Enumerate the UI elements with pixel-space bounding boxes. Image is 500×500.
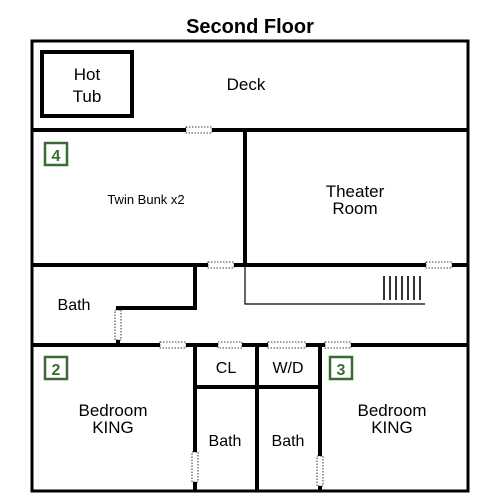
badge-bedroom-left-number: 2 [52,362,61,379]
theater-label: Theater [326,182,385,201]
bath-left-wall [116,265,197,345]
bedroom-left-label: KING [92,418,134,437]
bunk-room-label: Twin Bunk x2 [107,192,184,207]
door-bath-mid-left [191,451,199,483]
hot-tub-label: Tub [73,87,102,106]
door-hall-bunk [207,261,235,269]
theater-label: Room [332,199,377,218]
door-hall-theater [425,261,453,269]
bedroom-right-label: Bedroom [358,401,427,420]
bath-left-label: Bath [58,297,91,314]
stairs-icon [383,276,421,300]
door-bedroom-left [159,341,187,349]
badge-bedroom-left [43,355,69,381]
bath-mid-right-label: Bath [272,433,305,450]
badge-bedroom-right-number: 3 [337,362,346,379]
doors [114,126,453,487]
badge-bunk-room [43,141,69,167]
badge-bedroom-right [328,355,354,381]
stair-landing [244,265,425,305]
door-wd [267,341,307,349]
hot-tub [40,50,134,118]
hot-tub-label: Hot [74,65,101,84]
door-bedroom-right [324,341,352,349]
door-bath-left [114,309,122,341]
badge-bunk-room-number: 4 [52,148,61,165]
deck-label: Deck [227,75,266,94]
wd-label: W/D [272,360,303,377]
closet-label: CL [216,360,237,377]
door-deck [185,126,213,134]
bedroom-right-label: KING [371,418,413,437]
door-closet [217,341,243,349]
bedroom-left-label: Bedroom [79,401,148,420]
bath-mid-left-label: Bath [209,433,242,450]
door-bath-mid-right [316,455,324,487]
floor-title: Second Floor [186,16,314,38]
